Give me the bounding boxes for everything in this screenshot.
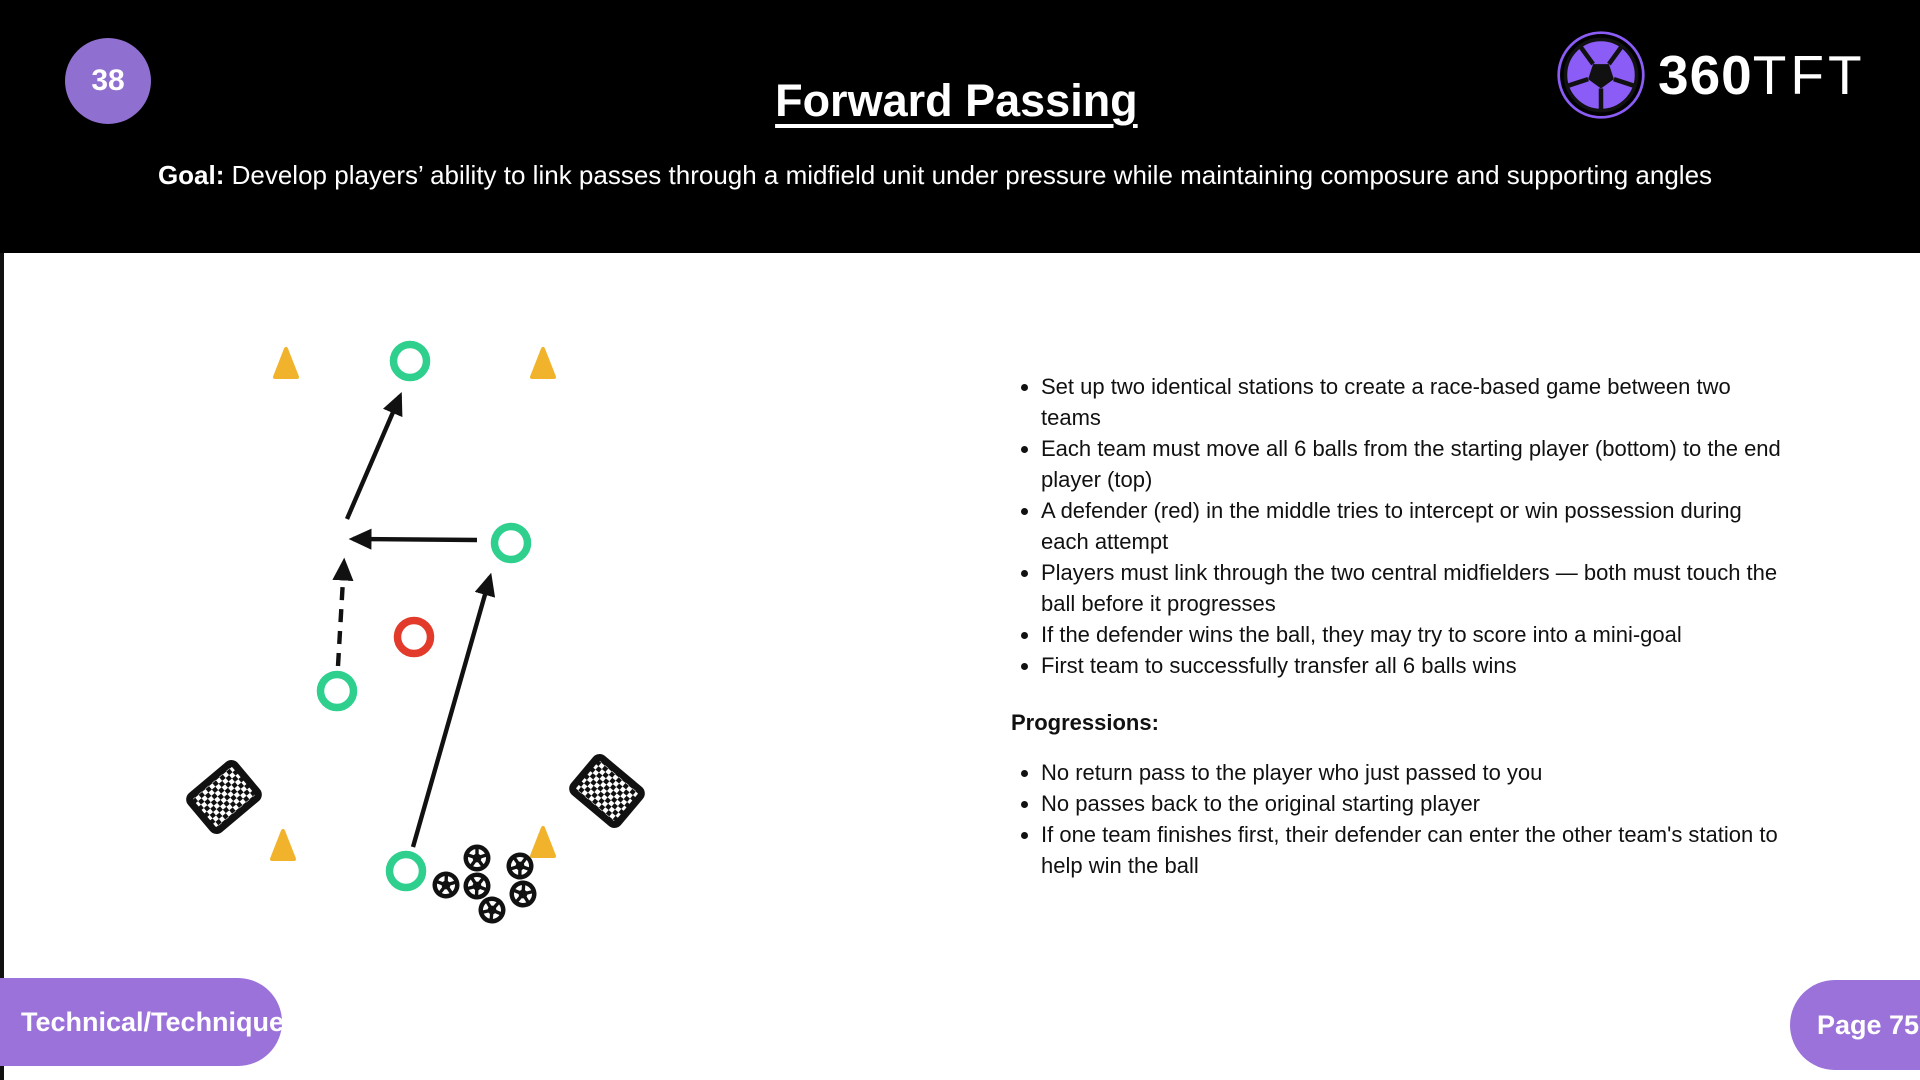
- progressions-heading: Progressions:: [1011, 710, 1159, 735]
- cone-icon: [270, 829, 296, 861]
- goal-text: Develop players’ ability to link passes …: [224, 160, 1713, 190]
- list-item: If the defender wins the ball, they may …: [1041, 619, 1791, 650]
- ball-icon: [478, 896, 506, 924]
- list-item: Each team must move all 6 balls from the…: [1041, 433, 1791, 495]
- defender-marker: [393, 616, 435, 658]
- ball-icon: [509, 880, 537, 908]
- page-title: Forward Passing: [775, 75, 1138, 126]
- ball-icon: [506, 852, 534, 880]
- pass-arrow: [344, 391, 403, 520]
- logo-soccer-ball-icon: [1557, 31, 1645, 119]
- player-marker: [490, 522, 532, 564]
- drill-number-badge: 38: [65, 38, 151, 124]
- cone-icon: [273, 347, 299, 379]
- pass-arrow: [410, 572, 496, 848]
- list-item: Players must link through the two centra…: [1041, 557, 1791, 619]
- instructions-panel: Set up two identical stations to create …: [1011, 371, 1791, 881]
- logo-text-tft: TFT: [1752, 44, 1866, 106]
- mini-goal-icon: [569, 754, 645, 828]
- ball-icon: [463, 844, 491, 872]
- ball-icon: [463, 872, 491, 900]
- drill-diagram: [186, 340, 645, 924]
- logo-text-360: 360: [1658, 44, 1753, 106]
- goal-label: Goal:: [157, 160, 225, 190]
- player-marker: [385, 850, 427, 892]
- player-marker: [316, 670, 358, 712]
- progressions-list: No return pass to the player who just pa…: [1011, 757, 1791, 881]
- instructions-list: Set up two identical stations to create …: [1011, 371, 1791, 681]
- player-marker: [389, 340, 431, 382]
- goal-line: Goal: Develop players’ ability to link p…: [0, 160, 1870, 191]
- list-item: First team to successfully transfer all …: [1041, 650, 1791, 681]
- header-bar: 38 Forward Passing Goal: Develop players…: [0, 0, 1920, 253]
- list-item: If one team finishes first, their defend…: [1041, 819, 1791, 881]
- list-item: No passes back to the original starting …: [1041, 788, 1791, 819]
- mini-goal-icon: [186, 760, 262, 834]
- category-badge: Technical/Technique: [0, 978, 284, 1066]
- list-item: No return pass to the player who just pa…: [1041, 757, 1791, 788]
- cone-icon: [530, 347, 556, 379]
- list-item: Set up two identical stations to create …: [1041, 371, 1791, 433]
- run-arrow-dashed: [332, 557, 354, 667]
- page-number-badge: Page 75: [1790, 980, 1920, 1070]
- ball-icon: [432, 871, 460, 899]
- cone-icon: [530, 826, 556, 858]
- content-area: Set up two identical stations to create …: [0, 253, 1920, 1080]
- list-item: A defender (red) in the middle tries to …: [1041, 495, 1791, 557]
- pass-arrow: [348, 528, 478, 550]
